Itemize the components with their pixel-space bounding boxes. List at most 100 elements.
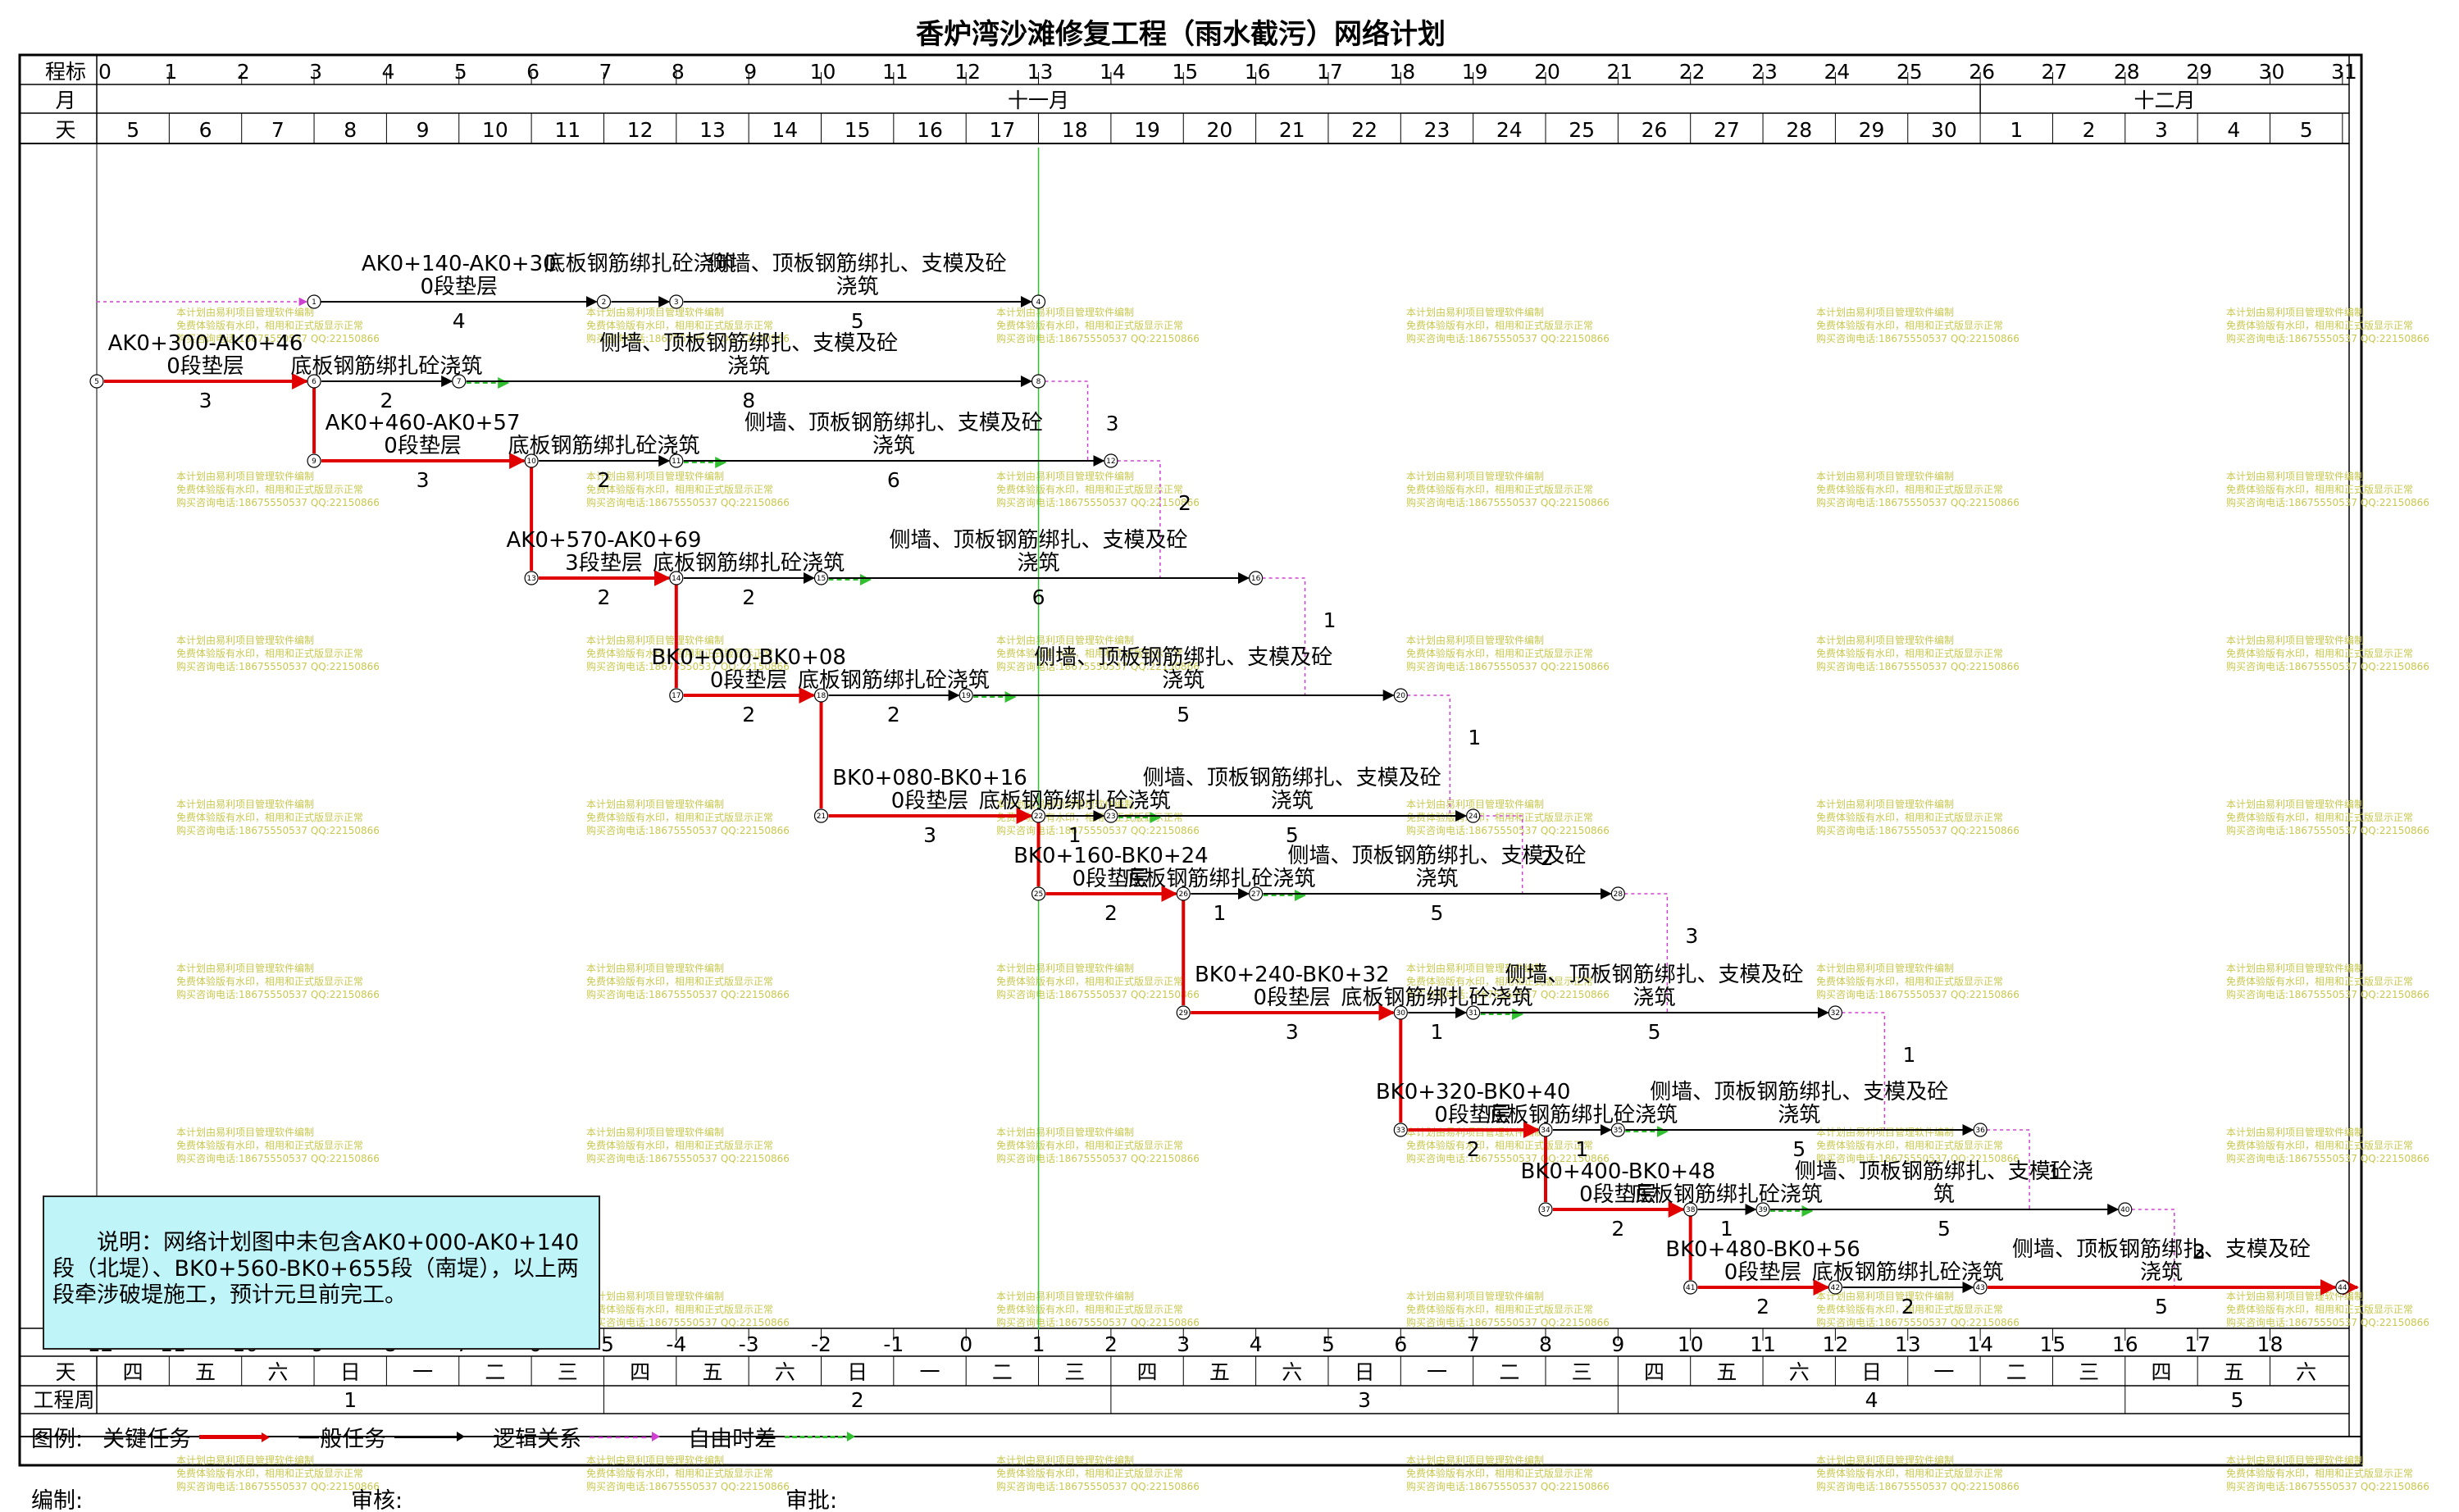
scale-tick-label: 9 <box>744 60 757 84</box>
activity-label: 3段垫层 <box>565 551 643 576</box>
watermark-line: 免费体验版有水印，相用和正式版显示正常 <box>1406 1467 1593 1479</box>
weekday-label: 一 <box>1427 1360 1447 1384</box>
event-node <box>1466 1005 1481 1020</box>
watermark-line: 购买咨询电话:18675550537 QQ:22150866 <box>586 332 790 344</box>
footer-day-label: 天 <box>55 1360 75 1384</box>
activity-duration: 5 <box>1286 823 1299 847</box>
activity-duration: 6 <box>1032 585 1045 609</box>
watermark: 本计划由易利项目管理软件编制免费体验版有水印，相用和正式版显示正常购买咨询电话:… <box>2226 962 2429 1000</box>
weekday-label: 三 <box>1572 1360 1592 1384</box>
scale-tick-label: 11 <box>882 60 908 84</box>
event-node-number: 5 <box>94 378 99 386</box>
activity-label: 浇筑 <box>836 275 879 299</box>
watermark-line: 免费体验版有水印，相用和正式版显示正常 <box>1816 975 2003 987</box>
watermark: 本计划由易利项目管理软件编制免费体验版有水印，相用和正式版显示正常购买咨询电话:… <box>1406 634 1610 672</box>
activity-duration: 1 <box>1068 823 1082 847</box>
event-node <box>307 374 321 389</box>
bottom-tick-label: -1 <box>883 1332 904 1356</box>
event-node-number: 13 <box>526 575 535 583</box>
watermark: 本计划由易利项目管理软件编制免费体验版有水印，相用和正式版显示正常购买咨询电话:… <box>176 634 380 672</box>
event-node-number: 18 <box>817 692 826 700</box>
watermark-line: 免费体验版有水印，相用和正式版显示正常 <box>586 811 773 823</box>
activity-label: 侧墙、顶板钢筋绑扎、支模及砼 <box>1143 766 1441 790</box>
watermark-line: 免费体验版有水印，相用和正式版显示正常 <box>1406 1303 1593 1315</box>
activity-label: BK0+160-BK0+24 <box>1013 844 1209 868</box>
activity-label: AK0+460-AK0+57 <box>326 411 521 435</box>
footer-week-label: 工程周 <box>33 1388 94 1412</box>
activity-label: 侧墙、顶板钢筋绑扎、支模及砼 <box>599 331 898 356</box>
watermark-line: 购买咨询电话:18675550537 QQ:22150866 <box>1406 496 1610 508</box>
event-node <box>524 571 539 585</box>
watermark-line: 免费体验版有水印，相用和正式版显示正常 <box>176 319 363 331</box>
legend-title: 图例: <box>31 1427 84 1452</box>
watermark: 本计划由易利项目管理软件编制免费体验版有水印，相用和正式版显示正常购买咨询电话:… <box>586 962 790 1000</box>
watermark-line: 本计划由易利项目管理软件编制 <box>1816 1454 1954 1466</box>
activity-duration: 2 <box>742 585 755 609</box>
watermark-line: 本计划由易利项目管理软件编制 <box>2226 798 2364 810</box>
watermark-line: 购买咨询电话:18675550537 QQ:22150866 <box>1816 332 2020 344</box>
watermark-line: 免费体验版有水印，相用和正式版显示正常 <box>1406 811 1593 823</box>
scale-tick-label: 8 <box>672 60 685 84</box>
day-label: 9 <box>417 118 430 142</box>
weekday-label: 五 <box>195 1360 216 1384</box>
activity-label: 浇筑 <box>1633 986 1676 1010</box>
event-node <box>1248 571 1264 585</box>
watermark-line: 购买咨询电话:18675550537 QQ:22150866 <box>996 1480 1200 1492</box>
watermark: 本计划由易利项目管理软件编制免费体验版有水印，相用和正式版显示正常购买咨询电话:… <box>586 306 790 344</box>
watermark: 本计划由易利项目管理软件编制免费体验版有水印，相用和正式版显示正常购买咨询电话:… <box>176 306 380 344</box>
watermark-line: 本计划由易利项目管理软件编制 <box>176 962 314 974</box>
day-label: 11 <box>554 118 581 142</box>
watermark-line: 购买咨询电话:18675550537 QQ:22150866 <box>996 1316 1200 1328</box>
watermark-line: 购买咨询电话:18675550537 QQ:22150866 <box>1816 660 2020 672</box>
event-node <box>1610 1123 1625 1137</box>
signoff-approved: 审批: <box>786 1488 838 1512</box>
watermark-line: 本计划由易利项目管理软件编制 <box>996 470 1134 482</box>
weekday-label: 六 <box>1282 1360 1302 1384</box>
event-node-number: 33 <box>1396 1127 1405 1135</box>
watermark-line: 本计划由易利项目管理软件编制 <box>996 1290 1134 1302</box>
watermark-line: 本计划由易利项目管理软件编制 <box>586 634 724 646</box>
scale-tick-label: 18 <box>1389 60 1415 84</box>
week-label: 5 <box>2230 1388 2243 1412</box>
watermark-line: 购买咨询电话:18675550537 QQ:22150866 <box>176 988 380 1000</box>
float-number: 2 <box>2193 1240 2206 1264</box>
watermark: 本计划由易利项目管理软件编制免费体验版有水印，相用和正式版显示正常购买咨询电话:… <box>176 1126 380 1164</box>
bottom-tick-label: 12 <box>1822 1332 1848 1356</box>
bottom-tick-label: 9 <box>1611 1332 1624 1356</box>
event-node-number: 10 <box>526 458 536 466</box>
watermark-line: 免费体验版有水印，相用和正式版显示正常 <box>2226 1303 2413 1315</box>
event-node-number: 11 <box>672 458 681 466</box>
weekday-label: 六 <box>1789 1360 1810 1384</box>
weekday-label: 五 <box>2224 1360 2244 1384</box>
weekday-label: 日 <box>847 1360 867 1384</box>
event-node-number: 19 <box>961 692 971 700</box>
weekday-label: 三 <box>2079 1360 2099 1384</box>
watermark: 本计划由易利项目管理软件编制免费体验版有水印，相用和正式版显示正常购买咨询电话:… <box>2226 798 2429 836</box>
legend-critical-line <box>199 1432 271 1442</box>
activity-label: 浇筑 <box>1415 867 1458 891</box>
note-box: 说明：网络计划图中未包含AK0+000-AK0+140段（北堤）、BK0+560… <box>43 1195 600 1350</box>
legend-float: 自由时差 <box>688 1421 858 1453</box>
header-day-label: 天 <box>55 118 75 142</box>
activity-duration: 5 <box>851 309 864 333</box>
weekday-label: 四 <box>1137 1360 1158 1384</box>
event-node-number: 1 <box>312 298 316 307</box>
activity-label: 底板钢筋绑扎砼浇筑 <box>798 668 990 693</box>
float-number: 2 <box>2193 1240 2206 1264</box>
watermark-line: 免费体验版有水印，相用和正式版显示正常 <box>176 483 363 495</box>
watermark: 本计划由易利项目管理软件编制免费体验版有水印，相用和正式版显示正常购买咨询电话:… <box>176 1454 380 1492</box>
bottom-tick-label: -4 <box>666 1332 686 1356</box>
event-node <box>1031 294 1046 309</box>
scale-tick-label: 26 <box>1969 60 1995 84</box>
watermark-line: 免费体验版有水印，相用和正式版显示正常 <box>2226 483 2413 495</box>
watermark-line: 本计划由易利项目管理软件编制 <box>1816 306 1954 318</box>
event-node-number: 24 <box>1469 813 1478 821</box>
activity-duration: 2 <box>597 468 610 492</box>
day-label: 7 <box>271 118 285 142</box>
watermark-line: 免费体验版有水印，相用和正式版显示正常 <box>1816 1139 2003 1151</box>
bottom-tick-label: 3 <box>1177 1332 1190 1356</box>
day-label: 5 <box>2300 118 2313 142</box>
event-node-number: 7 <box>457 378 462 386</box>
watermark-line: 购买咨询电话:18675550537 QQ:22150866 <box>996 988 1200 1000</box>
watermark-line: 购买咨询电话:18675550537 QQ:22150866 <box>1406 332 1610 344</box>
